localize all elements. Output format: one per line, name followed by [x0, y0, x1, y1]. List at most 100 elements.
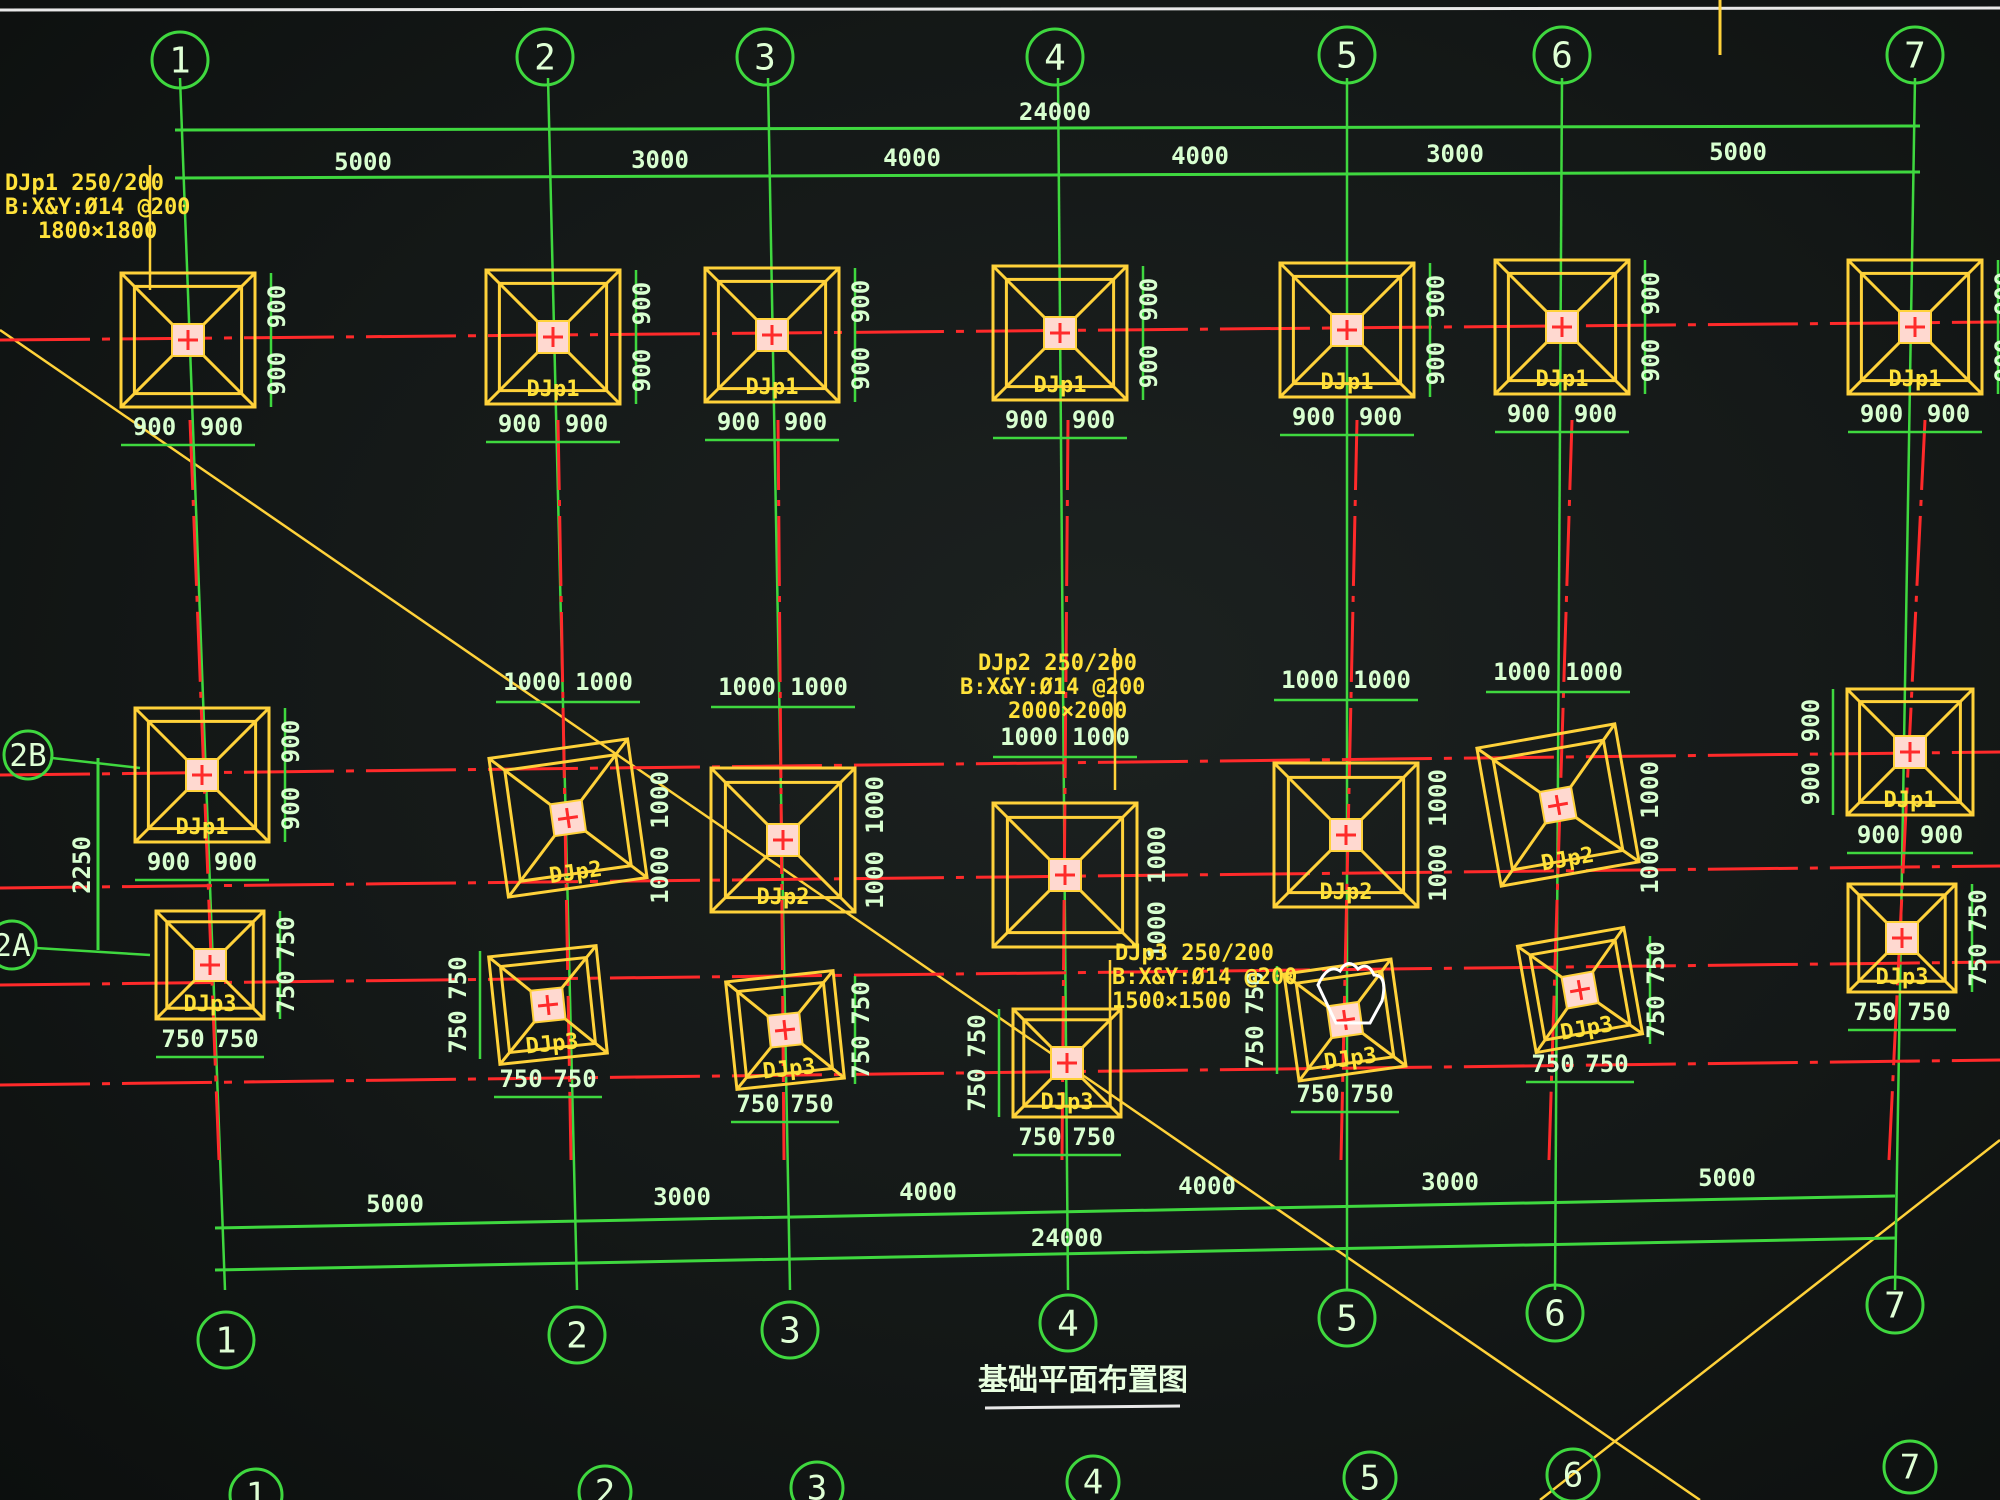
- bottom-dimension-string: 5000 3000 4000 4000 3000 5000 24000: [214, 1164, 1896, 1272]
- top-axis-bubble-1: [150, 30, 210, 90]
- footing-half-dim-bot-7: 750: [1853, 998, 1896, 1026]
- partial-axis-bubble-2: [577, 1464, 633, 1500]
- footing-half-dim-mid-7: 900: [1857, 821, 1900, 849]
- bottom-span-6: 5000: [1698, 1164, 1756, 1192]
- top-span-3: 4000: [883, 144, 941, 172]
- footing-step: [1294, 969, 1396, 1071]
- row-axis-bubble-2b-label: 2B: [9, 738, 46, 774]
- footing-label: DJp1: [746, 375, 799, 400]
- footing-half-dim-bot-1: 750: [161, 1025, 204, 1053]
- grid-column-line-2: [546, 77, 579, 1291]
- row-axis-bubble-2a-label: 2A: [0, 928, 31, 964]
- footing-side-dim-bot-5: 750: [1241, 971, 1269, 1014]
- footing-step: [1859, 271, 1971, 383]
- footing-side-dim-top-2: 900: [628, 282, 656, 325]
- footing-outline: [709, 766, 857, 914]
- footing-side-dim-bot-2: 750: [444, 1010, 472, 1053]
- footing-label: DJp3: [1876, 965, 1929, 990]
- footing2-half-dim-3: 1000: [1072, 723, 1130, 751]
- footing-step: [503, 753, 633, 883]
- footing-outline: [487, 737, 649, 899]
- footing-step: [146, 719, 258, 831]
- footing-outline: [991, 801, 1139, 949]
- footing-step: [735, 980, 835, 1080]
- footing-bot-1: DJp3: [154, 909, 266, 1021]
- footing2-side-dim-4: 1000: [1424, 844, 1452, 902]
- footing-step: [1005, 815, 1125, 935]
- footing2-side-dim-5: 1000: [1636, 761, 1664, 819]
- column-center-mark: [1554, 794, 1562, 816]
- footing-side-dim-top-6: 900: [1637, 272, 1665, 315]
- column-center-mark: [1576, 979, 1584, 1001]
- bottom-span-2: 3000: [653, 1183, 711, 1211]
- row-axis-bubble-2a: [0, 919, 38, 971]
- bottom-span-3: 4000: [899, 1178, 957, 1206]
- bottom-axis-bubble-6: [1525, 1283, 1585, 1343]
- footing-label: DJp2: [757, 885, 810, 910]
- footing-step: [1857, 893, 1947, 983]
- column-center-mark: [565, 807, 571, 829]
- footing-label: DJp1: [1536, 367, 1589, 392]
- footing-mid-2: DJp2: [487, 737, 649, 899]
- partial-axis-bubble-2-label: 2: [595, 1473, 615, 1500]
- footing-half-dim-bot-2: 750: [553, 1065, 596, 1093]
- partial-axis-bubble-6: [1545, 1447, 1601, 1500]
- bottom-axis-bubble-5-label: 5: [1336, 1299, 1358, 1340]
- viewport-top-border: [0, 6, 2000, 12]
- footing-step: [1286, 775, 1406, 895]
- footing-outline: [1011, 1007, 1123, 1119]
- footing-step: [1022, 1018, 1112, 1108]
- footing-mid-7: DJp1: [1845, 687, 1975, 817]
- footing2-side-dim-3: 1000: [1143, 901, 1171, 959]
- column-cap: [1885, 921, 1919, 955]
- footing-outline: [1515, 925, 1645, 1055]
- footing-bot-6: DJp3: [1515, 925, 1645, 1055]
- top-axis-bubble-1-label: 1: [169, 41, 191, 82]
- row-axis-leader-2b: [51, 756, 141, 770]
- djp3-annot-line1: DJp3 250/200: [1115, 941, 1274, 966]
- footing-label: DJp1: [1889, 367, 1942, 392]
- footing2-half-dim-2: 1000: [718, 673, 776, 701]
- footing-side-dim-mid-7: 900: [1797, 699, 1825, 742]
- top-axis-bubble-3-label: 3: [754, 38, 776, 79]
- column-center-mark: [1342, 1009, 1348, 1031]
- djp3-annot-line2: B:X&Y:Ø14 @200: [1112, 965, 1297, 990]
- partial-axis-bubble-1-label: 1: [246, 1476, 266, 1500]
- footing-half-dim-bot-6: 750: [1531, 1050, 1574, 1078]
- top-axis-bubble-7-label: 7: [1904, 36, 1926, 77]
- footing-top-7: DJp1: [1846, 258, 1984, 396]
- column-axis-red-2: [556, 419, 573, 1161]
- footing-side-dim-bot-6: 750: [1642, 941, 1670, 984]
- footing-label: DJp3: [184, 992, 237, 1017]
- djp1-annotation: DJp1 250/200 B:X&Y:Ø14 @200 1800×1800: [5, 165, 190, 290]
- footing-outline: [1846, 882, 1958, 994]
- footing-outline: [484, 268, 622, 406]
- footing-side-dim-bot-4: 750: [963, 1068, 991, 1111]
- column-center-mark: [545, 994, 551, 1016]
- partial-axis-bubble-5-label: 5: [1360, 1459, 1380, 1499]
- footing-label: DJp1: [1884, 788, 1937, 813]
- row-axis-red-4: [0, 960, 2000, 987]
- footing-half-dim-top-4: 900: [1072, 406, 1115, 434]
- footing-half-dim-top-5: 900: [1359, 403, 1402, 431]
- footing-half-dim-bot-4: 750: [1072, 1123, 1115, 1151]
- top-axis-bubble-3: [735, 27, 795, 87]
- footing-side-dim-bot-2: 750: [444, 956, 472, 999]
- grid-column-line-6: [1553, 77, 1564, 1291]
- footing-label: DJp1: [1034, 373, 1087, 398]
- partial-axis-bubble-6-label: 6: [1563, 1456, 1583, 1496]
- bottom-axis-bubble-7: [1865, 1275, 1925, 1335]
- footing-half-dim-mid-7: 900: [1920, 821, 1963, 849]
- footing-side-dim-top-4: 900: [1135, 278, 1163, 321]
- footing2-side-dim-1: 1000: [646, 846, 674, 904]
- footing-outline: [1475, 722, 1641, 888]
- bottom-span-dim-line: [214, 1194, 1896, 1230]
- footing2-half-dim-5: 1000: [1493, 658, 1551, 686]
- grid-column-line-1: [178, 77, 227, 1291]
- footing-bot-2: DJp3: [487, 944, 609, 1066]
- footing-label: DJp1: [176, 815, 229, 840]
- footing-side-dim-bot-1: 750: [272, 970, 300, 1013]
- bottom-axis-bubble-4-label: 4: [1057, 1304, 1079, 1345]
